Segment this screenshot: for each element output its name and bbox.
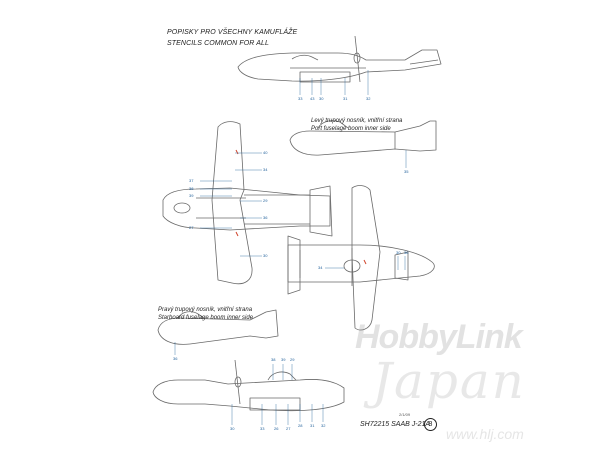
ref-number: 33 (298, 96, 303, 101)
side-view-top (237, 35, 442, 83)
ref-number: 37 (189, 178, 194, 183)
side-view-bottom (152, 359, 345, 412)
ref-number: 30 (396, 250, 401, 255)
ref-number: 34 (263, 167, 268, 172)
starboard-boom-caption-cz: Pravý trupový nosník, vnitřní strana (158, 307, 253, 313)
ref-number: 30 (263, 253, 268, 258)
ref-number: 36 (263, 215, 268, 220)
ref-number: 33 (260, 426, 265, 431)
ref-number: 43 (310, 96, 315, 101)
plan-view-right (287, 185, 435, 331)
red-stencil-markings (235, 149, 367, 265)
header-czech: POPISKY PRO VŠECHNY KAMUFLÁŽE (167, 29, 298, 36)
plan-view-left (162, 121, 333, 285)
watermark-sub: Japan (372, 352, 526, 410)
ref-number: 31 (310, 423, 315, 428)
sheet-number-badge: 8 (424, 418, 437, 431)
port-boom-profile (289, 120, 437, 156)
ref-number: 38 (271, 357, 276, 362)
starboard-boom-caption: Pravý trupový nosník, vnitřní strana Sta… (158, 306, 253, 322)
watermark-url: www.hlj.com (446, 426, 524, 442)
footer-product-code: SH72215 SAAB J-21A (360, 421, 431, 428)
ref-number: 30 (319, 96, 324, 101)
ref-number: 27 (189, 225, 194, 230)
ref-number: 36 (404, 250, 409, 255)
ref-number: 32 (321, 423, 326, 428)
leader-lines (174, 70, 407, 425)
ref-number: 34 (318, 265, 323, 270)
header-english: STENCILS COMMON FOR ALL (167, 40, 269, 47)
ref-number: 32 (366, 96, 371, 101)
watermark-brand: HobbyLink (355, 318, 523, 356)
ref-number: 40 (263, 150, 268, 155)
sheet-header: POPISKY PRO VŠECHNY KAMUFLÁŽE STENCILS C… (167, 27, 297, 49)
ref-number: 30 (230, 426, 235, 431)
port-boom-caption-en: Port fuselage boom inner side (311, 126, 391, 132)
starboard-boom-profile (157, 309, 279, 345)
port-boom-caption-cz: Levý trupový nosník, vnitřní strana (311, 118, 403, 124)
ref-number: 39 (281, 357, 286, 362)
ref-number: 29 (290, 357, 295, 362)
ref-number: 27 (286, 426, 291, 431)
starboard-boom-caption-en: Starboard fuselage boom inner side (158, 315, 254, 321)
ref-number: 26 (274, 426, 279, 431)
ref-number: 39 (189, 193, 194, 198)
ref-number: 31 (343, 96, 348, 101)
ref-number: 28 (298, 423, 303, 428)
footer-date: 2/1/09 (399, 412, 411, 417)
ref-number: 35 (404, 169, 409, 174)
ref-number: 38 (189, 186, 194, 191)
port-boom-caption: Levý trupový nosník, vnitřní strana Port… (311, 117, 402, 133)
ref-number: 29 (263, 198, 268, 203)
ref-number: 36 (173, 356, 178, 361)
